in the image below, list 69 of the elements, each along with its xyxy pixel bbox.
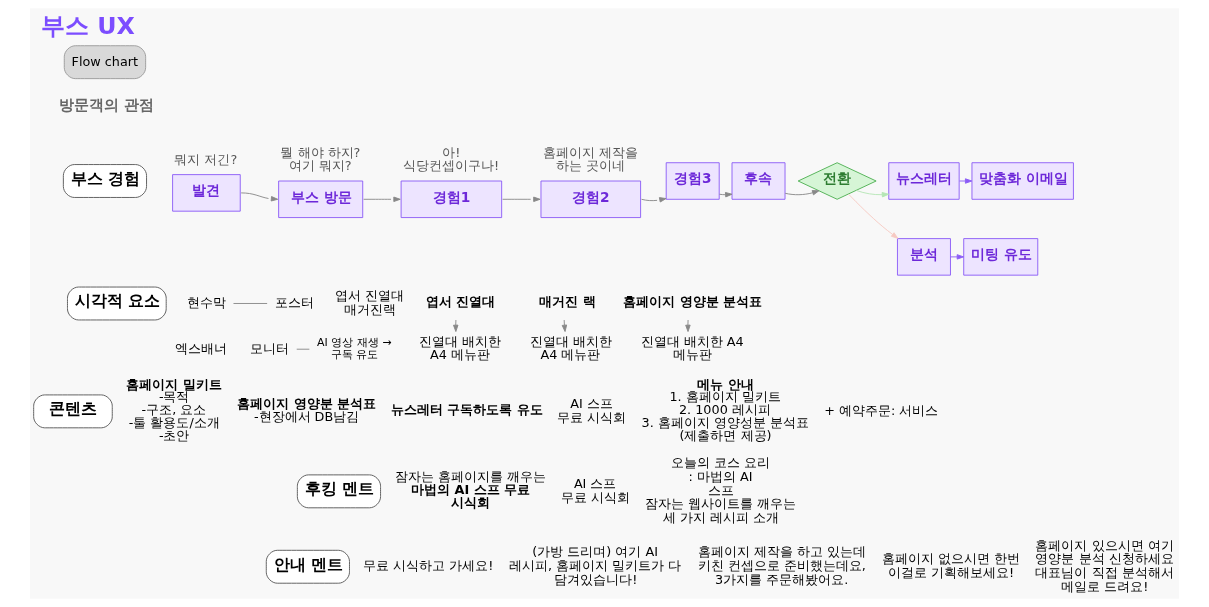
node-box: 뉴스레터 — [888, 162, 960, 200]
label: AI 스프 무료 시식회 — [557, 395, 627, 425]
node-box: 경험3 — [665, 162, 720, 200]
label: 3가지를 주문해봤어요. — [715, 571, 849, 587]
arrow — [848, 193, 899, 239]
arrow — [240, 192, 279, 202]
node-box: 시각적 요소 — [67, 286, 167, 321]
label: 홈페이지 밀키트 — [126, 376, 222, 392]
node-label: 뭘 해야 하지? 여기 뭐지? — [280, 144, 361, 174]
label: 홈페이지 영양분 분석표 — [237, 395, 377, 411]
arrow — [959, 178, 973, 184]
arrow — [856, 190, 890, 198]
label: 뉴스레터 구독하도록 유도 — [391, 401, 543, 417]
label: 엽서 진열대 — [425, 293, 496, 309]
diagram-title: 부스 UX — [40, 11, 135, 40]
label: 홈페이지 있으시면 여기 영양분 분석 신청하세요 — [1035, 537, 1174, 567]
node-text: 진열대 배치한 A4 메뉴판 — [640, 333, 744, 363]
node-label: 아! 식당컨셉이구나! — [402, 144, 500, 174]
label: + 예약주문: 서비스 — [824, 402, 939, 418]
label: 2. 1000 레시피 — [679, 402, 771, 418]
node-label: 뭐지 저긴? — [174, 151, 238, 167]
label: 마법의 AI 스프 무료 시식회 — [411, 482, 531, 511]
node-text: 진열대 배치한 A4 메뉴판 — [418, 333, 502, 363]
arrow — [561, 319, 568, 332]
node-text: 포스터 — [274, 294, 314, 310]
label: AI 스프 무료 시식회 — [561, 475, 631, 505]
arrow — [685, 319, 691, 332]
node-box: 분석 — [897, 238, 951, 276]
label: 오늘의 코스 요리 : 마법의 AI 스프 — [671, 455, 771, 498]
node-box: 콘텐츠 — [33, 394, 113, 429]
label: -구조, 요소 — [141, 402, 207, 418]
arrow — [950, 254, 965, 260]
node-box: 후킹 멘트 — [296, 474, 381, 509]
arrow — [453, 319, 459, 332]
node-text: 모니터 — [249, 340, 289, 356]
node-text: 홈페이지 영양분 분석표 — [623, 293, 763, 309]
arrow — [363, 196, 401, 202]
label: 엑스배너 — [175, 340, 228, 356]
label: 무료 시식하고 가세요! — [363, 558, 494, 574]
label: -툴 활용도/소개 — [128, 415, 220, 431]
label: (가방 드리며) 여기 AI 레시피, 홈페이지 밀키트가 다 담겨있습니다! — [508, 544, 682, 587]
label: 홈페이지 제작을 하고 있는데 키친 컨셉으로 준비했는데요, — [697, 544, 866, 574]
node-text: 매거진 랙 — [539, 293, 596, 309]
connector — [296, 348, 310, 350]
connector — [233, 303, 268, 304]
label: 홈페이지 없으시면 한번 이걸로 기획해보세요! — [881, 551, 1021, 580]
label: 3. 홈페이지 영양성분 분석표 (제출하면 제공) — [641, 415, 809, 443]
label: 잠자는 홈페이지를 깨우는 — [394, 469, 546, 485]
node-label: 홈페이지 제작을 하는 곳이네 — [542, 144, 638, 174]
node-text: 현수막 — [186, 294, 226, 310]
node-text: AI 영상 재생 → 구독 유도 — [317, 336, 392, 361]
node-diamond: 전환 — [797, 162, 877, 200]
node-box: 미팅 유도 — [963, 238, 1039, 276]
label: 대표님이 직접 분석해서 메일로 드려요! — [1035, 564, 1174, 594]
node-box: 맞춤화 이메일 — [971, 162, 1074, 200]
arrow — [502, 196, 541, 202]
label: 잠자는 웹사이트를 깨우는 세 가지 레시피 소개 — [645, 496, 797, 526]
arrow — [641, 197, 667, 203]
label: 메뉴 안내 — [697, 376, 754, 392]
node-box: 부스 경험 — [62, 164, 147, 198]
label: 방문객의 관점 — [59, 95, 155, 113]
node-box: 안내 멘트 — [265, 549, 350, 584]
node-text: 엽서 진열대 — [335, 288, 405, 304]
label: 매거진랙 — [343, 301, 396, 317]
node-text: 진열대 배치한 A4 메뉴판 — [529, 333, 612, 363]
label: Flow chart — [71, 53, 139, 69]
arrow — [719, 192, 733, 198]
node-box: 후속 — [731, 162, 786, 200]
arrow — [784, 190, 820, 196]
